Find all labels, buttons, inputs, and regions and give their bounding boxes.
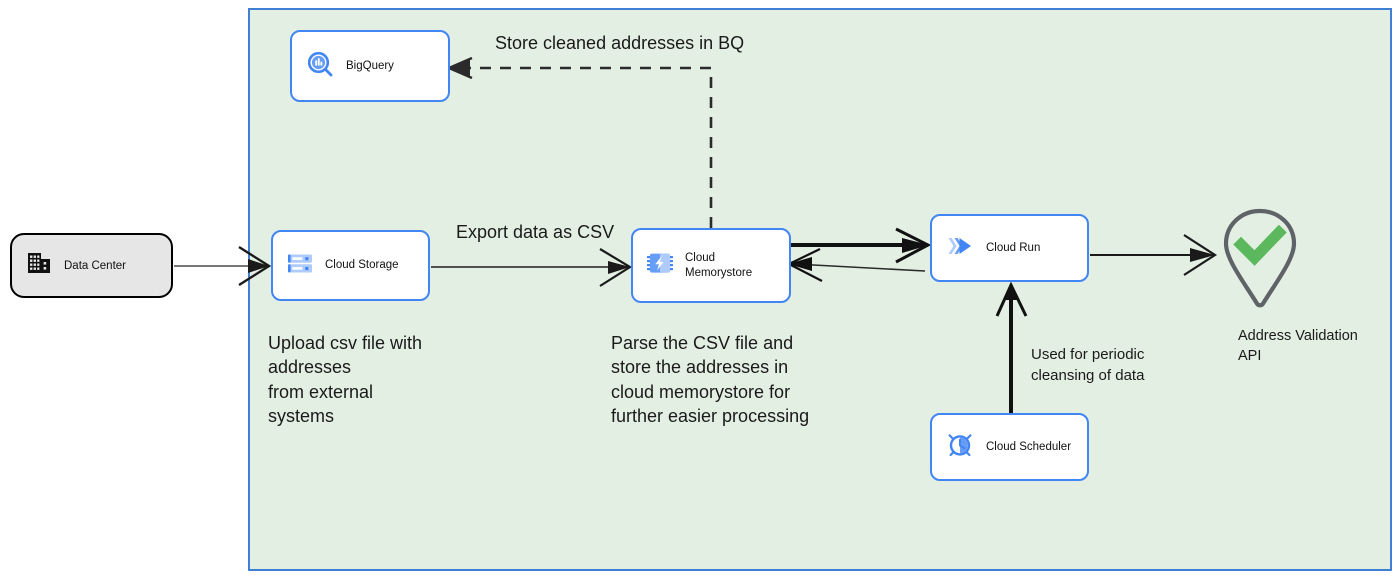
map-pin-check-icon: [1223, 208, 1297, 308]
bigquery-icon: [304, 48, 336, 85]
edge-label-periodic-cleansing: Used for periodic cleansing of data: [1031, 346, 1145, 384]
node-label-cloud-scheduler: Cloud Scheduler: [986, 440, 1072, 453]
data-center-icon: [26, 250, 52, 281]
node-label-cloud-memorystore: Cloud Memorystore: [685, 252, 753, 279]
node-data-center[interactable]: Data Center: [10, 233, 173, 298]
edge-label-export-csv: Export data as CSV: [456, 222, 615, 242]
node-label-cloud-storage: Cloud Storage: [325, 259, 399, 272]
node-label-cloud-run: Cloud Run: [986, 241, 1041, 254]
cloud-scheduler-icon: [944, 429, 976, 466]
address-validation-api-graphic[interactable]: [1216, 205, 1304, 313]
label-address-validation-api: Address Validation API: [1238, 328, 1358, 364]
node-cloud-storage[interactable]: Cloud Storage: [271, 230, 430, 301]
node-cloud-scheduler[interactable]: Cloud Scheduler: [930, 413, 1089, 481]
edge-label-store-in-bq: Store cleaned addresses in BQ: [495, 33, 745, 53]
node-label-bigquery: BigQuery: [346, 59, 394, 72]
cloud-run-icon: [944, 230, 976, 267]
cloud-storage-icon: [285, 248, 315, 283]
cloud-memorystore-icon: [645, 248, 675, 283]
node-cloud-run[interactable]: Cloud Run: [930, 214, 1089, 282]
annotation-parse-csv: Parse the CSV file and store the address…: [611, 333, 810, 426]
node-bigquery[interactable]: BigQuery: [290, 30, 450, 102]
node-label-data-center: Data Center: [64, 259, 127, 272]
node-cloud-memorystore[interactable]: Cloud Memorystore: [631, 228, 791, 303]
annotation-upload-csv: Upload csv file with addresses from exte…: [268, 333, 423, 426]
